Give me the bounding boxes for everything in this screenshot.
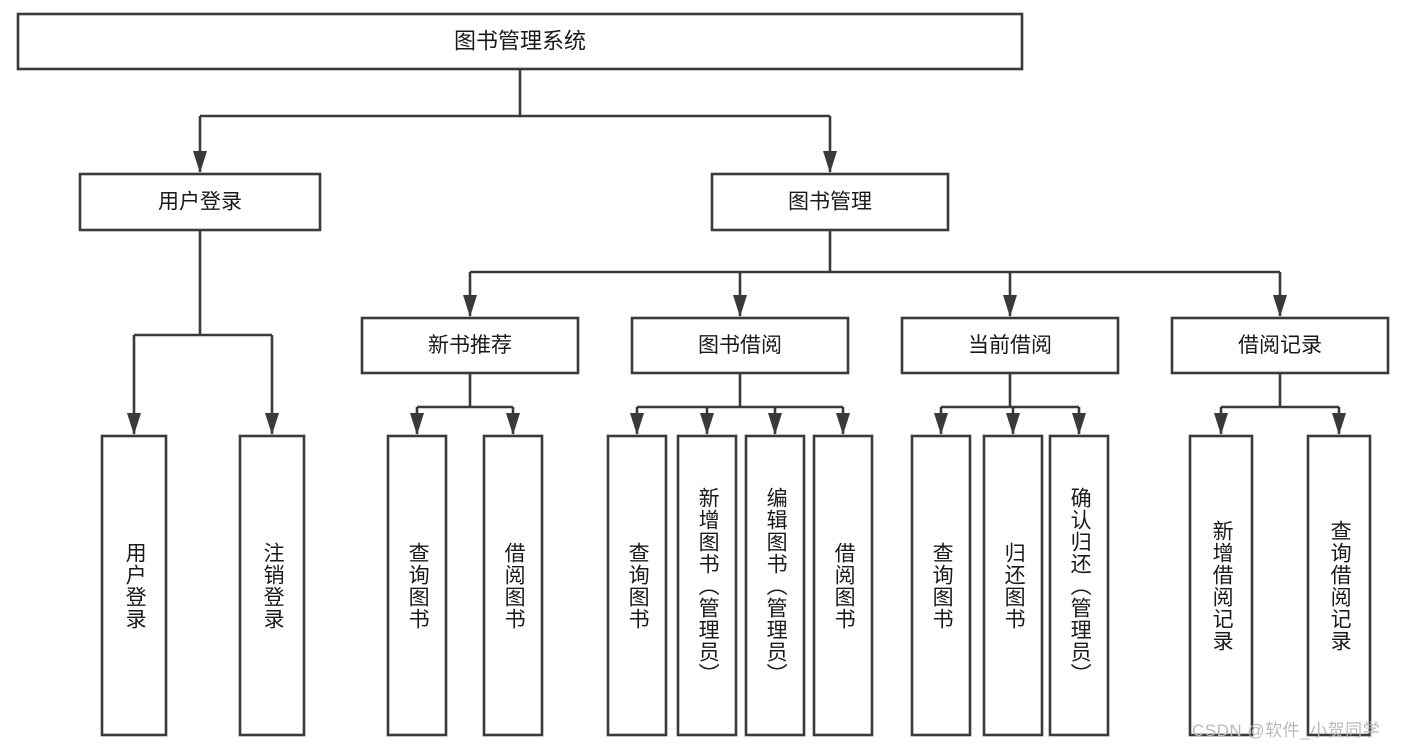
node-box[interactable] [360, 316, 580, 375]
arrow-head-icon [934, 413, 948, 435]
node-new-book-rec[interactable]: 新书推荐 [360, 316, 580, 375]
arrow-head-icon [506, 413, 520, 435]
node-box[interactable] [710, 172, 950, 232]
node-leaf-borrow-book-2[interactable] [812, 434, 874, 737]
arrow-head-icon [768, 413, 782, 435]
arrow-head-icon [127, 413, 141, 435]
arrow-head-icon [410, 413, 424, 435]
node-leaf-edit-book[interactable] [744, 434, 806, 737]
node-box[interactable] [1048, 434, 1110, 737]
node-leaf-query-book-2[interactable] [606, 434, 668, 737]
node-leaf-add-book[interactable] [676, 434, 738, 737]
node-leaf-query-book-1[interactable] [386, 434, 448, 737]
connector-edges [127, 69, 1346, 435]
node-leaf-add-record[interactable] [1188, 434, 1254, 737]
node-box[interactable] [238, 434, 306, 737]
node-current-borrow[interactable]: 当前借阅 [900, 316, 1120, 375]
node-leaf-user-login[interactable] [100, 434, 168, 737]
node-box[interactable] [1188, 434, 1254, 737]
node-leaf-borrow-book-1[interactable] [482, 434, 544, 737]
node-label: 借阅记录 [1238, 334, 1322, 357]
node-box[interactable] [900, 316, 1120, 375]
node-root[interactable]: 图书管理系统 [16, 12, 1024, 71]
node-label: 用户登录 [158, 191, 242, 214]
node-box[interactable] [482, 434, 544, 737]
arrow-head-icon [823, 151, 837, 173]
node-box[interactable] [744, 434, 806, 737]
node-book-borrow[interactable]: 图书借阅 [630, 316, 850, 375]
arrow-head-icon [193, 151, 207, 173]
arrow-head-icon [265, 413, 279, 435]
node-label: 图书借阅 [698, 334, 782, 357]
arrow-head-icon [463, 295, 477, 317]
node-book-manage[interactable]: 图书管理 [710, 172, 950, 232]
node-box[interactable] [1170, 316, 1390, 375]
node-box[interactable] [100, 434, 168, 737]
node-borrow-record[interactable]: 借阅记录 [1170, 316, 1390, 375]
node-box[interactable] [676, 434, 738, 737]
arrow-head-icon [700, 413, 714, 435]
arrow-head-icon [836, 413, 850, 435]
csdn-watermark: CSDN @软件_小贺同学 [1192, 721, 1381, 740]
node-leaf-confirm-return[interactable] [1048, 434, 1110, 737]
node-label: 当前借阅 [968, 334, 1052, 357]
node-box[interactable] [1306, 434, 1372, 737]
arrow-head-icon [1006, 413, 1020, 435]
arrow-head-icon [1003, 295, 1017, 317]
node-box[interactable] [386, 434, 448, 737]
node-leaf-query-book-3[interactable] [910, 434, 972, 737]
arrow-head-icon [1072, 413, 1086, 435]
node-leaf-logout[interactable] [238, 434, 306, 737]
node-label: 图书管理系统 [454, 28, 586, 53]
arrow-head-icon [1214, 413, 1228, 435]
node-box[interactable] [812, 434, 874, 737]
node-leaf-return-book[interactable] [982, 434, 1044, 737]
node-leaf-query-record[interactable] [1306, 434, 1372, 737]
arrow-head-icon [1273, 295, 1287, 317]
node-user-login[interactable]: 用户登录 [78, 172, 322, 232]
arrow-head-icon [630, 413, 644, 435]
node-box[interactable] [630, 316, 850, 375]
node-box[interactable] [982, 434, 1044, 737]
arrow-head-icon [1332, 413, 1346, 435]
arrow-head-icon [733, 295, 747, 317]
node-box[interactable] [606, 434, 668, 737]
node-box[interactable] [16, 12, 1024, 71]
node-box[interactable] [78, 172, 322, 232]
node-box[interactable] [910, 434, 972, 737]
node-label: 新书推荐 [428, 334, 512, 357]
node-label: 图书管理 [788, 191, 872, 214]
